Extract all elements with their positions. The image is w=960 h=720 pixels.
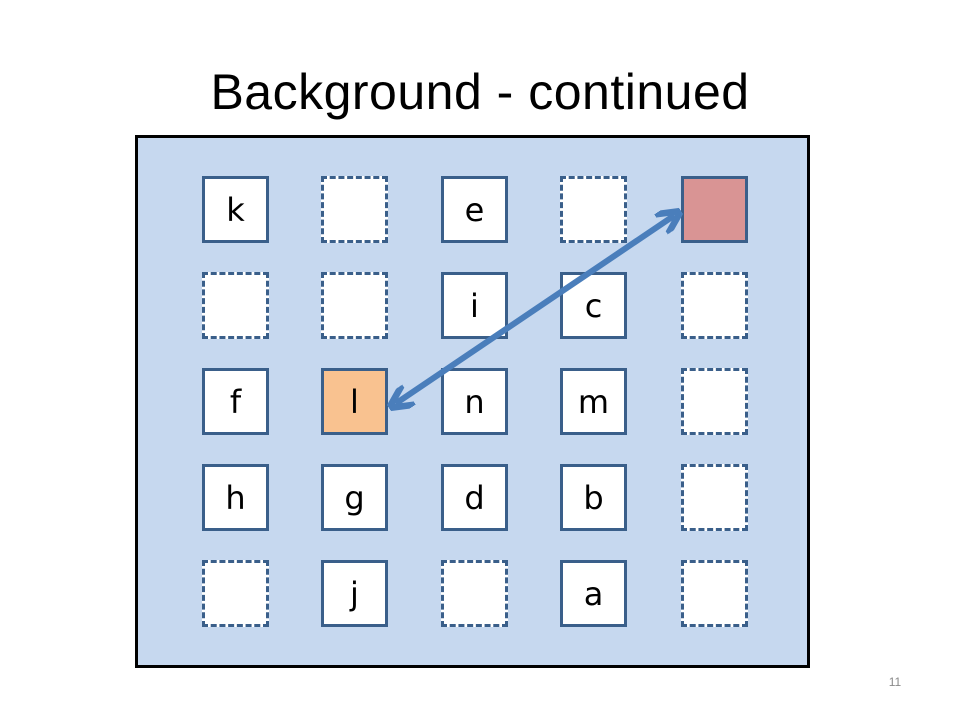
empty-cell <box>681 560 748 627</box>
empty-cell <box>681 272 748 339</box>
empty-cell <box>681 368 748 435</box>
cell-i: i <box>441 272 508 339</box>
cell-e: e <box>441 176 508 243</box>
cell-n: n <box>441 368 508 435</box>
cell-a: a <box>560 560 627 627</box>
cell-g: g <box>321 464 388 531</box>
cell-k: k <box>202 176 269 243</box>
cell-c: c <box>560 272 627 339</box>
cell-l: l <box>321 368 388 435</box>
cell-j: j <box>321 560 388 627</box>
empty-cell <box>681 464 748 531</box>
cell-m: m <box>560 368 627 435</box>
slide-number: 11 <box>888 675 902 689</box>
empty-cell <box>441 560 508 627</box>
cell-b: b <box>560 464 627 531</box>
empty-cell <box>560 176 627 243</box>
empty-cell <box>321 176 388 243</box>
slide-title: Background - continued <box>210 64 750 120</box>
cell-h: h <box>202 464 269 531</box>
target-cell <box>681 176 748 243</box>
empty-cell <box>202 272 269 339</box>
empty-cell <box>202 560 269 627</box>
empty-cell <box>321 272 388 339</box>
cell-d: d <box>441 464 508 531</box>
cell-f: f <box>202 368 269 435</box>
